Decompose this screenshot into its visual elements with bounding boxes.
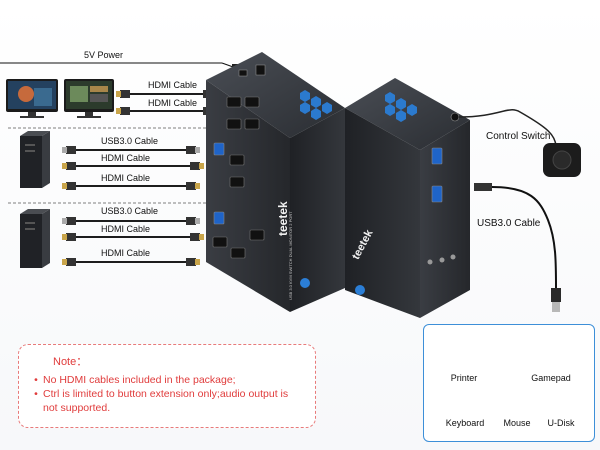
hdmi-cable-label: HDMI Cable xyxy=(101,153,151,163)
note-title: Note： xyxy=(53,356,88,368)
computer-1-icon xyxy=(20,131,50,188)
hdmi-cable-label: HDMI Cable xyxy=(148,80,198,90)
note-box: Note： •No HDMI cables included in the pa… xyxy=(18,344,316,428)
keyboard-label: Keyboard xyxy=(445,418,485,428)
monitor-1-icon xyxy=(6,79,58,118)
hdmi-cable-label: HDMI Cable xyxy=(101,224,151,234)
hdmi-cable-label: HDMI Cable xyxy=(101,248,151,258)
peripherals-box xyxy=(423,324,595,442)
cable-lines xyxy=(74,93,205,263)
usb3-cable-label: USB3.0 Cable xyxy=(477,218,541,229)
gamepad-label: Gamepad xyxy=(531,373,571,383)
kvm-switch-front xyxy=(206,52,345,312)
hdmi-cable-label: HDMI Cable xyxy=(101,173,151,183)
hdmi-cable-label: HDMI Cable xyxy=(148,98,198,108)
device-model-text: USB 3.0 KVM SWITCH DUAL MONITOR 2 PORT xyxy=(288,211,293,300)
note-item: •Ctrl is limited to button extension onl… xyxy=(34,388,289,414)
computer-2-icon xyxy=(20,209,50,268)
usb3-cable-label: USB3.0 Cable xyxy=(101,136,159,146)
power-cable xyxy=(0,62,242,71)
kvm-switch-rear xyxy=(345,78,470,318)
power-label: 5V Power xyxy=(84,50,124,60)
usb-cable-icon xyxy=(474,183,561,312)
note-item: •No HDMI cables included in the package; xyxy=(34,374,236,386)
control-switch-label: Control Switch xyxy=(486,131,551,142)
usb3-cable-label: USB3.0 Cable xyxy=(101,206,159,216)
udisk-label: U-Disk xyxy=(547,418,575,428)
mouse-label: Mouse xyxy=(503,418,531,428)
monitor-2-icon xyxy=(64,79,114,118)
control-switch-icon xyxy=(458,109,581,177)
printer-label: Printer xyxy=(450,373,478,383)
